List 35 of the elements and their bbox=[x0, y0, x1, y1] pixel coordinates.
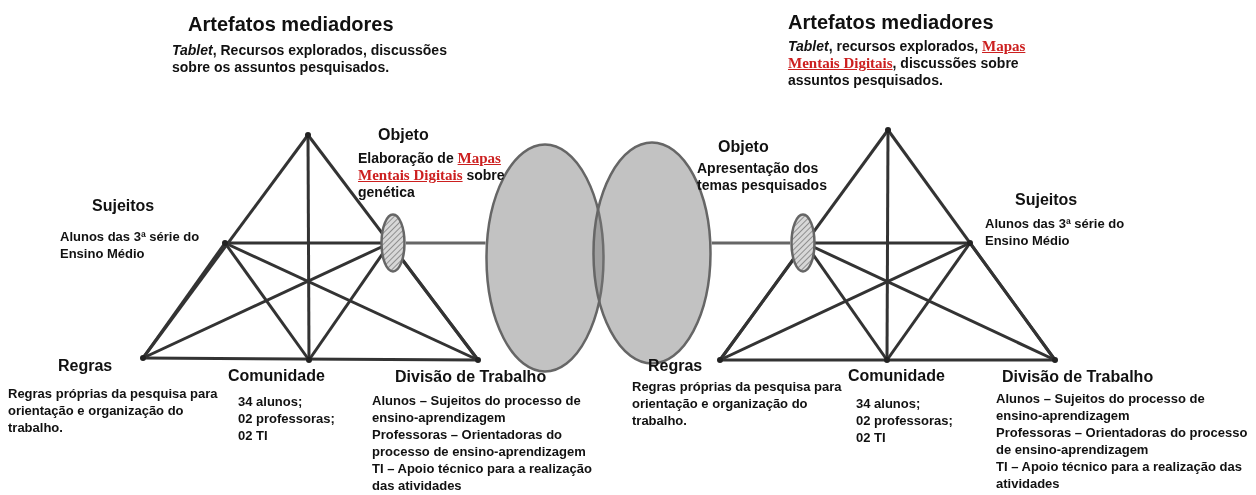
heading: Sujeitos bbox=[1015, 190, 1079, 210]
description: Alunos das 3ª série do Ensino Médio bbox=[985, 215, 1126, 249]
list-item: TI – Apoio técnico para a realização das atividades bbox=[372, 460, 593, 494]
list-item: Professoras – Orientadoras do processo de ensino-aprendizagem bbox=[996, 424, 1249, 458]
list-item: Alunos – Sujeitos do processo de ensino-aprendizagem bbox=[996, 390, 1206, 424]
heading: Sujeitos bbox=[92, 196, 156, 216]
connector-line bbox=[406, 241, 486, 245]
description: Regras próprias da pesquisa para orientação e organização do trabalho. bbox=[8, 385, 218, 436]
list-item: 02 TI bbox=[238, 427, 269, 444]
hatched-ellipse bbox=[380, 213, 406, 273]
heading: Divisão de Trabalho bbox=[1002, 367, 1155, 387]
list-item: TI – Apoio técnico para a realização das atividades bbox=[996, 458, 1243, 492]
heading: Regras bbox=[58, 356, 114, 376]
heading: Regras bbox=[648, 356, 704, 376]
heading: Comunidade bbox=[228, 366, 326, 386]
hatched-ellipse bbox=[790, 213, 816, 273]
connector-line bbox=[711, 241, 790, 245]
list-item: 02 TI bbox=[856, 429, 887, 446]
description: Tablet, Recursos explorados, discussões sobre os assuntos pesquisados. bbox=[172, 42, 448, 76]
list-item: Alunos – Sujeitos do processo de ensino-aprendizagem bbox=[372, 392, 582, 426]
heading: Artefatos mediadores bbox=[188, 12, 395, 36]
description: Regras próprias da pesquisa para orientação e organização do trabalho. bbox=[632, 378, 842, 429]
list-item: Professoras – Orientadoras do processo de ensino-aprendizagem bbox=[372, 426, 587, 460]
heading: Objeto bbox=[718, 137, 770, 157]
description: Elaboração de Mapas Mentais Digitais sobre genética bbox=[358, 150, 506, 201]
description: Tablet, recursos explorados, Mapas Mentais Digitais, discussões sobre assuntos pesquisados. bbox=[788, 38, 1027, 89]
heading: Divisão de Trabalho bbox=[395, 367, 548, 387]
list-item: 02 professoras; bbox=[238, 410, 336, 427]
heading: Objeto bbox=[378, 125, 430, 145]
list-item: 02 professoras; bbox=[856, 412, 954, 429]
description: Alunos das 3ª série do Ensino Médio bbox=[60, 228, 201, 262]
heading: Artefatos mediadores bbox=[788, 10, 995, 34]
list-item: 34 alunos; bbox=[856, 395, 922, 412]
list-item: 34 alunos; bbox=[238, 393, 304, 410]
heading: Comunidade bbox=[848, 366, 946, 386]
